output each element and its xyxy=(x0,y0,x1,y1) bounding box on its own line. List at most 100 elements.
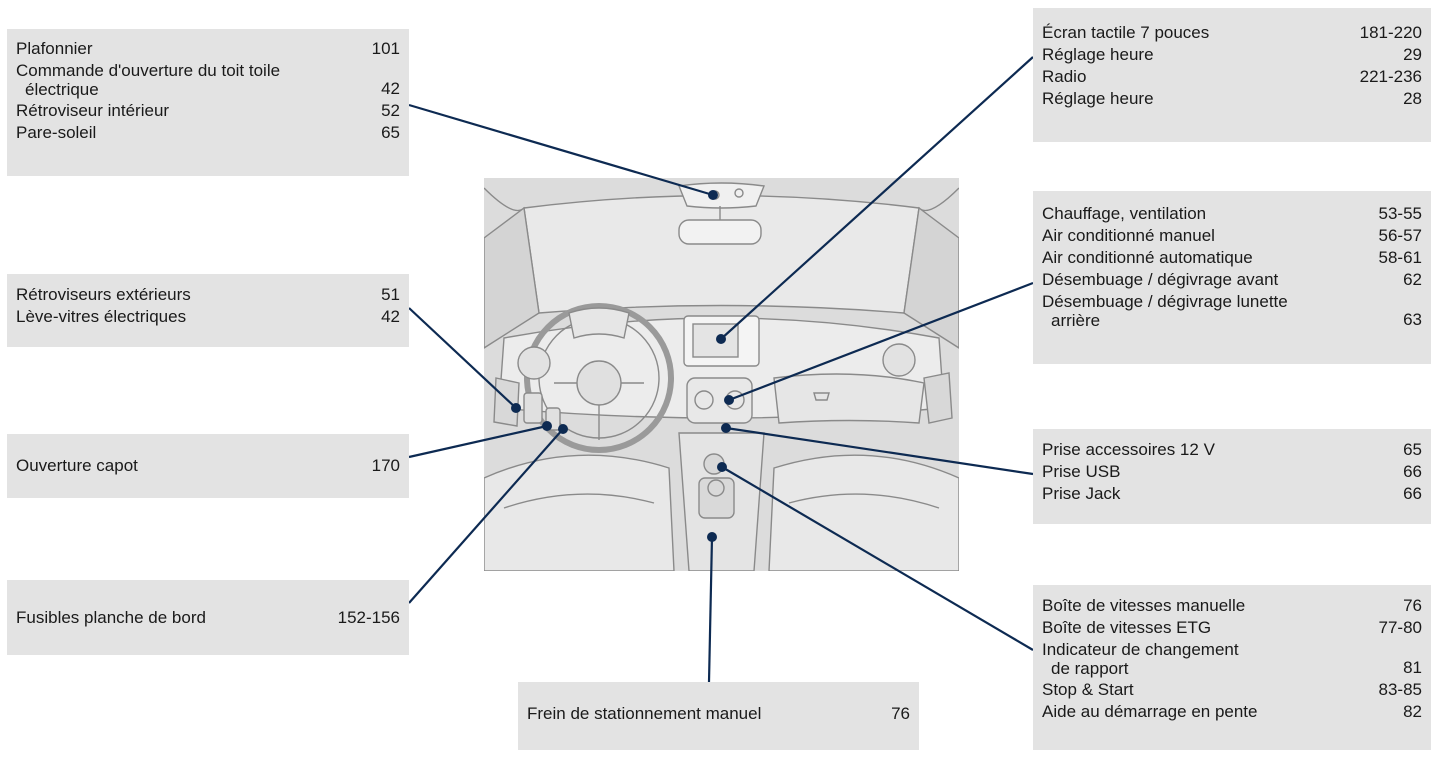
entry-page-number: 65 xyxy=(1403,440,1422,459)
dot-mirrors xyxy=(511,403,521,413)
entry-page-number: 76 xyxy=(1403,596,1422,615)
entry-label: Rétroviseur intérieur xyxy=(16,100,169,122)
entry-label: Radio xyxy=(1042,66,1086,88)
entry-label-continuation: arrière xyxy=(1051,311,1101,330)
entry-label: Air conditionné manuel xyxy=(1042,225,1215,247)
entry-page-number: 66 xyxy=(1403,484,1422,503)
entry-label-line: Radio xyxy=(1042,67,1087,86)
callout-entry: Pare-soleil 65 xyxy=(16,122,400,144)
entry-page-number: 152-156 xyxy=(337,608,400,627)
entry-label-line: Chauffage, ventilation xyxy=(1042,204,1207,223)
entry-label-line: Frein de stationnement manuel xyxy=(527,704,762,723)
entry-page-number: 29 xyxy=(1403,45,1422,64)
entry-page-number: 221-236 xyxy=(1359,67,1422,86)
entry-label-line: Écran tactile 7 pouces xyxy=(1042,23,1210,42)
entry-label-line: Prise Jack xyxy=(1042,484,1121,503)
entry-label-line: Plafonnier xyxy=(16,39,93,58)
entry-label: Plafonnier xyxy=(16,38,93,60)
callout-handbrake: Frein de stationnement manuel 76 xyxy=(518,682,919,750)
entry-label-line: Stop & Start xyxy=(1042,680,1134,699)
callout-entry: Réglage heure 29 xyxy=(1042,44,1422,66)
callout-entry: Prise accessoires 12 V 65 xyxy=(1042,439,1422,461)
entry-page-number: 52 xyxy=(381,101,400,120)
entry-label: Écran tactile 7 pouces xyxy=(1042,22,1209,44)
entry-label-line: Commande d'ouverture du toit toile xyxy=(16,61,281,80)
entry-label-line: Rétroviseur intérieur xyxy=(16,101,170,120)
entry-page-number: 76 xyxy=(891,704,910,723)
entry-label-line: Rétroviseurs extérieurs xyxy=(16,285,191,304)
entry-label: Désembuage / dégivrage avant xyxy=(1042,269,1278,291)
callout-entry: Boîte de vitesses manuelle 76 xyxy=(1042,595,1422,617)
entry-page-number: 66 xyxy=(1403,462,1422,481)
entry-label-line: Prise USB xyxy=(1042,462,1121,481)
entry-label: Chauffage, ventilation xyxy=(1042,203,1206,225)
entry-label-line: Désembuage / dégivrage avant xyxy=(1042,270,1279,289)
dot-sockets xyxy=(721,423,731,433)
leader-handbrake xyxy=(707,536,714,683)
entry-label-line: Réglage heure xyxy=(1042,45,1154,64)
entry-page-number: 82 xyxy=(1403,702,1422,721)
entry-label: Air conditionné automatique xyxy=(1042,247,1253,269)
entry-label-line: Fusibles planche de bord xyxy=(16,608,206,627)
dot-gearbox xyxy=(717,462,727,472)
leader-bonnet xyxy=(408,424,548,459)
entry-label-line: Désembuage / dégivrage lunette xyxy=(1042,292,1288,311)
entry-page-number: 63 xyxy=(1403,310,1422,329)
dot-fuses xyxy=(558,424,568,434)
entry-label-line: Air conditionné automatique xyxy=(1042,248,1253,267)
entry-page-number: 81 xyxy=(1403,658,1422,677)
entry-page-number: 77-80 xyxy=(1378,618,1422,637)
entry-label: Prise USB xyxy=(1042,461,1120,483)
callout-entry: Stop & Start 83-85 xyxy=(1042,679,1422,701)
entry-label-line: Pare-soleil xyxy=(16,123,97,142)
callout-entry: Écran tactile 7 pouces 181-220 xyxy=(1042,22,1422,44)
entry-label-line: Air conditionné manuel xyxy=(1042,226,1215,245)
dot-screen xyxy=(716,334,726,344)
entry-label: Boîte de vitesses manuelle xyxy=(1042,595,1245,617)
entry-page-number: 101 xyxy=(371,39,400,58)
entry-page-number: 65 xyxy=(381,123,400,142)
dot-roof xyxy=(708,190,718,200)
leader-mirrors xyxy=(408,307,517,409)
entry-label-line: Ouverture capot xyxy=(16,456,138,475)
callout-entry: Plafonnier 101 xyxy=(16,38,400,60)
entry-label: Ouverture capot xyxy=(16,455,138,477)
entry-label: Fusibles planche de bord xyxy=(16,607,206,629)
dot-climate xyxy=(724,395,734,405)
entry-page-number: 28 xyxy=(1403,89,1422,108)
leader-climate xyxy=(728,281,1034,402)
entry-label: Prise Jack xyxy=(1042,483,1120,505)
entry-label: Boîte de vitesses ETG xyxy=(1042,617,1211,639)
entry-label-line: Indicateur de changement xyxy=(1042,640,1239,659)
dot-bonnet xyxy=(542,421,552,431)
callout-entry: Frein de stationnement manuel 76 xyxy=(527,703,910,725)
leader-sockets xyxy=(725,426,1034,476)
callout-entry: Radio 221-236 xyxy=(1042,66,1422,88)
entry-label: Lève-vitres électriques xyxy=(16,306,186,328)
callout-entry: Prise USB 66 xyxy=(1042,461,1422,483)
entry-page-number: 56-57 xyxy=(1378,226,1422,245)
entry-label-continuation: de rapport xyxy=(1051,659,1129,678)
leader-gearbox xyxy=(721,466,1034,651)
entry-label-continuation: électrique xyxy=(25,80,99,99)
entry-label-line: Boîte de vitesses ETG xyxy=(1042,618,1212,637)
entry-page-number: 181-220 xyxy=(1359,23,1422,42)
dot-handbrake xyxy=(707,532,717,542)
entry-page-number: 83-85 xyxy=(1378,680,1422,699)
callout-entry: Prise Jack 66 xyxy=(1042,483,1422,505)
entry-label: Prise accessoires 12 V xyxy=(1042,439,1215,461)
